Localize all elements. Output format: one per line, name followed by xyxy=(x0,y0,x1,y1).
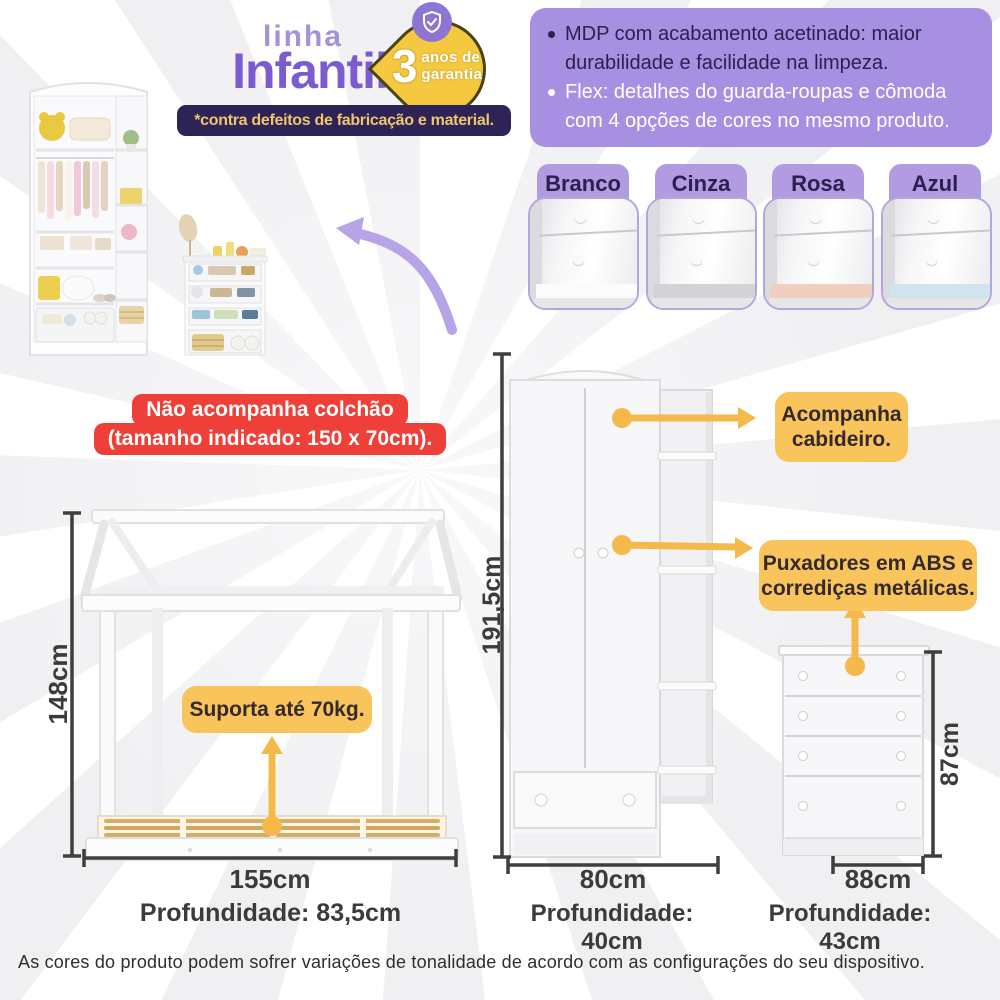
bed-height-label: 148cm xyxy=(43,643,73,725)
mattress-note-line1: Não acompanha colchão xyxy=(132,394,408,426)
wardrobe-depth-label: Profundidade: 40cm xyxy=(530,900,694,955)
bed-capacity-callout: Suporta até 70kg. xyxy=(182,686,372,733)
warranty-years: 3 xyxy=(391,40,418,92)
hanger-callout: Acompanha cabideiro. xyxy=(775,392,908,462)
warranty-line1: anos de xyxy=(421,49,481,66)
wardrobe-height-label: 191,5cm xyxy=(478,555,506,655)
bed-capacity-arrow xyxy=(261,736,283,836)
features-box: MDP com acabamento acetinado: maior dura… xyxy=(530,8,992,147)
color-disclaimer: As cores do produto podem sofrer variaçõ… xyxy=(18,952,925,972)
color-preview-cinza xyxy=(646,197,757,310)
callout-text: Puxadores em ABS e xyxy=(762,551,974,575)
logo-infantil: Infantil xyxy=(232,43,389,99)
dresser-figure xyxy=(778,645,930,856)
dresser-width-label: 88cm xyxy=(844,864,912,894)
color-strip xyxy=(536,284,637,299)
handles-callout: Puxadores em ABS e corrediças metálicas. xyxy=(759,540,977,611)
dresser-handles-arrow xyxy=(844,600,866,676)
callout-text: corrediças metálicas. xyxy=(761,576,975,600)
color-preview-rosa xyxy=(763,197,874,310)
feature-text: MDP com acabamento acetinado: maior dura… xyxy=(565,23,922,74)
warranty-banner: *contra defeitos de fabricação e materia… xyxy=(177,105,511,136)
mattress-note: Não acompanha colchão (tamanho indicado:… xyxy=(80,394,460,455)
wardrobe-photo xyxy=(29,82,148,356)
color-strip xyxy=(771,284,872,299)
dresser-photo xyxy=(178,214,268,356)
handles-arrow xyxy=(612,535,753,559)
feature-text: Flex: detalhes do guarda-roupas e cômoda… xyxy=(565,81,950,132)
wardrobe-width-label: 80cm xyxy=(579,864,647,894)
feature-item-mdp: MDP com acabamento acetinado: maior dura… xyxy=(548,20,976,78)
color-strip xyxy=(654,284,755,299)
bed-width-label: 155cm xyxy=(229,864,311,894)
logo-linha: linha xyxy=(262,20,343,53)
dresser-height-label: 87cm xyxy=(936,722,964,786)
dresser-depth-label: Profundidade: 43cm xyxy=(768,900,932,955)
callout-text: Acompanha xyxy=(781,403,902,426)
dimension-lines xyxy=(63,352,942,874)
feature-item-flex: Flex: detalhes do guarda-roupas e cômoda… xyxy=(548,78,976,136)
callout-text: Suporta até 70kg. xyxy=(189,698,365,721)
bullet-icon xyxy=(548,31,555,38)
color-preview-branco xyxy=(528,197,639,310)
wardrobe-figure xyxy=(509,370,717,858)
shield-check-icon xyxy=(412,2,452,42)
color-preview-azul xyxy=(881,197,992,310)
hanger-arrow xyxy=(612,407,756,429)
warranty-line2: garantia xyxy=(421,66,483,83)
bullet-icon xyxy=(548,89,555,96)
callout-text: cabideiro. xyxy=(791,428,892,451)
curved-arrow-icon xyxy=(336,217,457,335)
bed-depth-label: Profundidade: 83,5cm xyxy=(139,899,402,927)
mattress-note-line2: (tamanho indicado: 150 x 70cm). xyxy=(93,423,447,455)
warranty-badge-text: 3 anos de garantia xyxy=(388,30,486,102)
color-strip xyxy=(889,284,990,299)
